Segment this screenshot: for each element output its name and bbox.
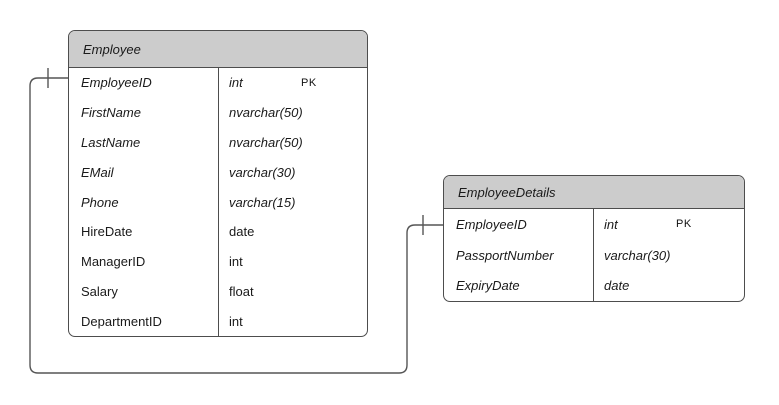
table-row[interactable]: PassportNumber varchar(30) — [444, 239, 744, 271]
column-name: EmployeeID — [444, 209, 594, 240]
table-row[interactable]: FirstName nvarchar(50) — [69, 97, 367, 128]
column-type: float — [229, 283, 254, 299]
relationship-line[interactable] — [29, 77, 443, 374]
table-row[interactable]: DepartmentID int — [69, 306, 367, 337]
table-row[interactable]: ExpiryDate date — [444, 270, 744, 302]
column-type: date — [229, 224, 255, 240]
table-row[interactable]: Salary float — [69, 276, 367, 307]
column-name: LastName — [69, 127, 219, 158]
table-row[interactable]: Phone varchar(15) — [69, 187, 367, 217]
table-row[interactable]: LastName nvarchar(50) — [69, 127, 367, 158]
column-type: int — [229, 254, 243, 270]
primary-key-badge: PK — [676, 218, 692, 231]
table-title[interactable]: Employee — [69, 31, 367, 68]
column-name: Salary — [69, 276, 219, 307]
column-name: PassportNumber — [444, 239, 594, 271]
column-name: FirstName — [69, 97, 219, 128]
table-row[interactable]: HireDate date — [69, 216, 367, 247]
primary-key-badge: PK — [301, 76, 317, 89]
column-type: varchar(30) — [229, 164, 296, 180]
column-name: EmployeeID — [69, 68, 219, 98]
column-type: varchar(15) — [229, 194, 296, 210]
column-name: DepartmentID — [69, 306, 219, 337]
column-type: date — [604, 278, 630, 294]
column-type: nvarchar(50) — [229, 134, 303, 150]
column-name: HireDate — [69, 216, 219, 247]
column-type: nvarchar(50) — [229, 105, 303, 121]
table-row[interactable]: EMail varchar(30) — [69, 157, 367, 188]
column-name: Phone — [69, 187, 219, 217]
column-name: EMail — [69, 157, 219, 188]
column-name: ManagerID — [69, 246, 219, 277]
column-type: int — [229, 313, 243, 329]
table-row[interactable]: ManagerID int — [69, 246, 367, 277]
column-name: ExpiryDate — [444, 270, 594, 302]
column-type: varchar(30) — [604, 247, 671, 263]
table-title[interactable]: EmployeeDetails — [444, 176, 744, 209]
